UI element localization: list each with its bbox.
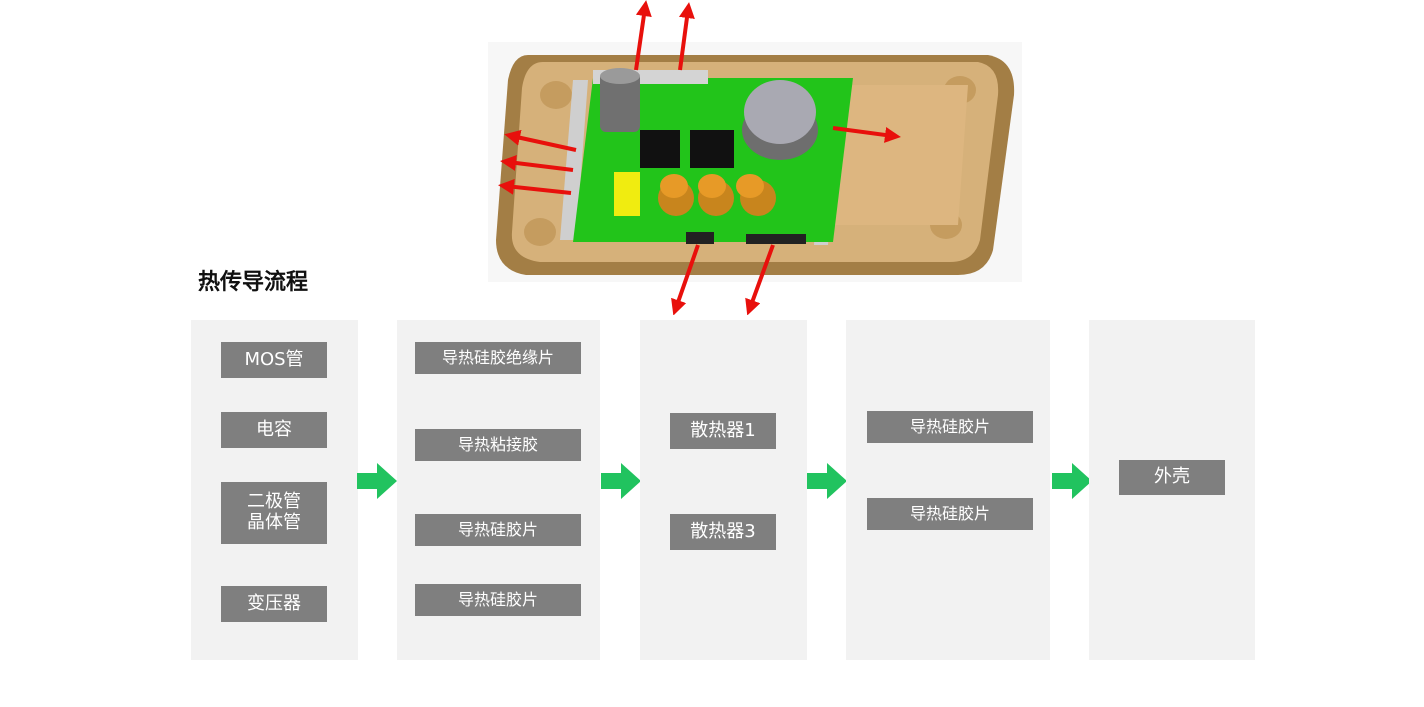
chip-thermal-pad-a: 导热硅胶片 (415, 514, 581, 546)
heat-arrow-up (678, 2, 695, 71)
heat-arrow-up (634, 0, 652, 71)
heat-arrow-left (500, 155, 574, 172)
chip-diode-transistor: 二极管 晶体管 (221, 482, 327, 544)
bottom-diode (686, 232, 714, 244)
capacitor-top (600, 68, 640, 84)
thermal-pad-area (830, 85, 968, 225)
flow-arrow-4 (1052, 463, 1092, 499)
chip-mos: MOS管 (221, 342, 327, 378)
column-heatsinks (640, 320, 807, 660)
corner-post (524, 218, 556, 246)
orange-capacitor (736, 174, 764, 198)
corner-post (540, 81, 572, 109)
column-second-interface (846, 320, 1050, 660)
chip-thermal-pad-d: 导热硅胶片 (867, 498, 1033, 530)
orange-capacitor (660, 174, 688, 198)
flow-arrow-1 (357, 463, 397, 499)
chip-heatsink-3: 散热器3 (670, 514, 776, 550)
chip-heatsink-1: 散热器1 (670, 413, 776, 449)
mos-chip (640, 130, 680, 168)
heatsink-left (560, 80, 588, 240)
heat-arrow-down (671, 244, 700, 315)
chip-enclosure: 外壳 (1119, 460, 1225, 495)
chip-thermal-pad-b: 导热硅胶片 (415, 584, 581, 616)
enclosure-illustration (488, 0, 1022, 315)
heat-arrow-left (498, 178, 572, 195)
orange-capacitor (698, 174, 726, 198)
heat-arrow-right (832, 126, 901, 143)
section-title: 热传导流程 (198, 270, 309, 295)
chip-capacitor: 电容 (221, 412, 327, 448)
flow-arrow-2 (601, 463, 641, 499)
chip-thermal-adhesive: 导热粘接胶 (415, 429, 581, 461)
transformer-top (744, 80, 816, 144)
bottom-diode (746, 234, 806, 244)
heat-arrow-down (745, 244, 775, 315)
yellow-component (614, 172, 640, 216)
chip-thermal-insulating-pad: 导热硅胶绝缘片 (415, 342, 581, 374)
capacitor (600, 72, 640, 132)
heat-arrow-left (504, 129, 577, 152)
chip-thermal-pad-c: 导热硅胶片 (867, 411, 1033, 443)
mos-chip (690, 130, 734, 168)
chip-transformer: 变压器 (221, 586, 327, 622)
flow-arrow-3 (807, 463, 847, 499)
